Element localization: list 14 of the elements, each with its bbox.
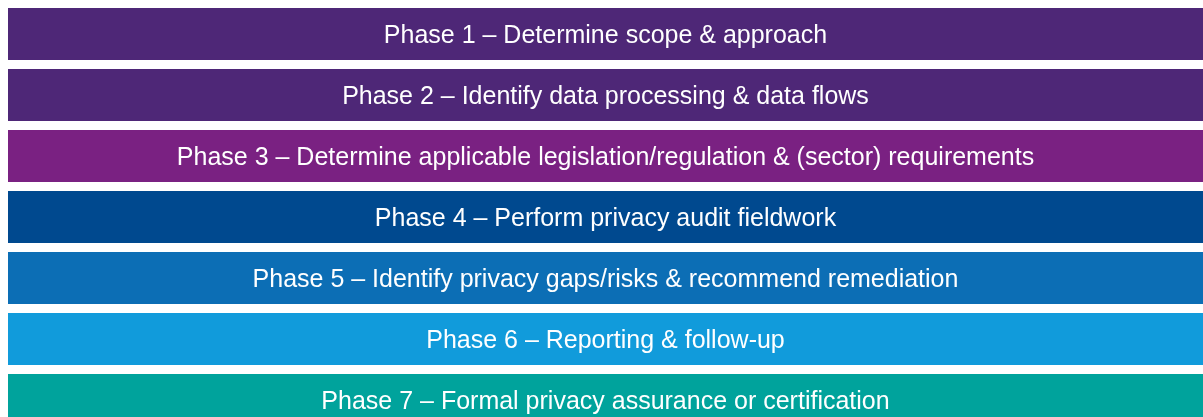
phase-bar [8, 191, 1203, 243]
phase-label: Phase 1 – Determine scope & approach [383, 19, 828, 49]
phase-label: Phase 6 – Reporting & follow-up [426, 324, 785, 354]
phase-label: Phase 3 – Determine applicable legislation/regulation & (sector) requirements [176, 141, 1035, 171]
phase-bar [8, 69, 1203, 121]
phase-bar [8, 252, 1203, 304]
phase-bar [8, 130, 1203, 182]
phase-label: Phase 7 – Formal privacy assurance or certification [321, 385, 890, 415]
phase-label: Phase 5 – Identify privacy gaps/risks & recommend remediation [252, 263, 959, 293]
phase-label: Phase 4 – Perform privacy audit fieldwork [374, 202, 837, 232]
phase-label: Phase 2 – Identify data processing & data flows [342, 80, 869, 110]
phase-bar [8, 313, 1203, 365]
phase-bar [8, 374, 1203, 417]
phase-bar [8, 8, 1203, 60]
